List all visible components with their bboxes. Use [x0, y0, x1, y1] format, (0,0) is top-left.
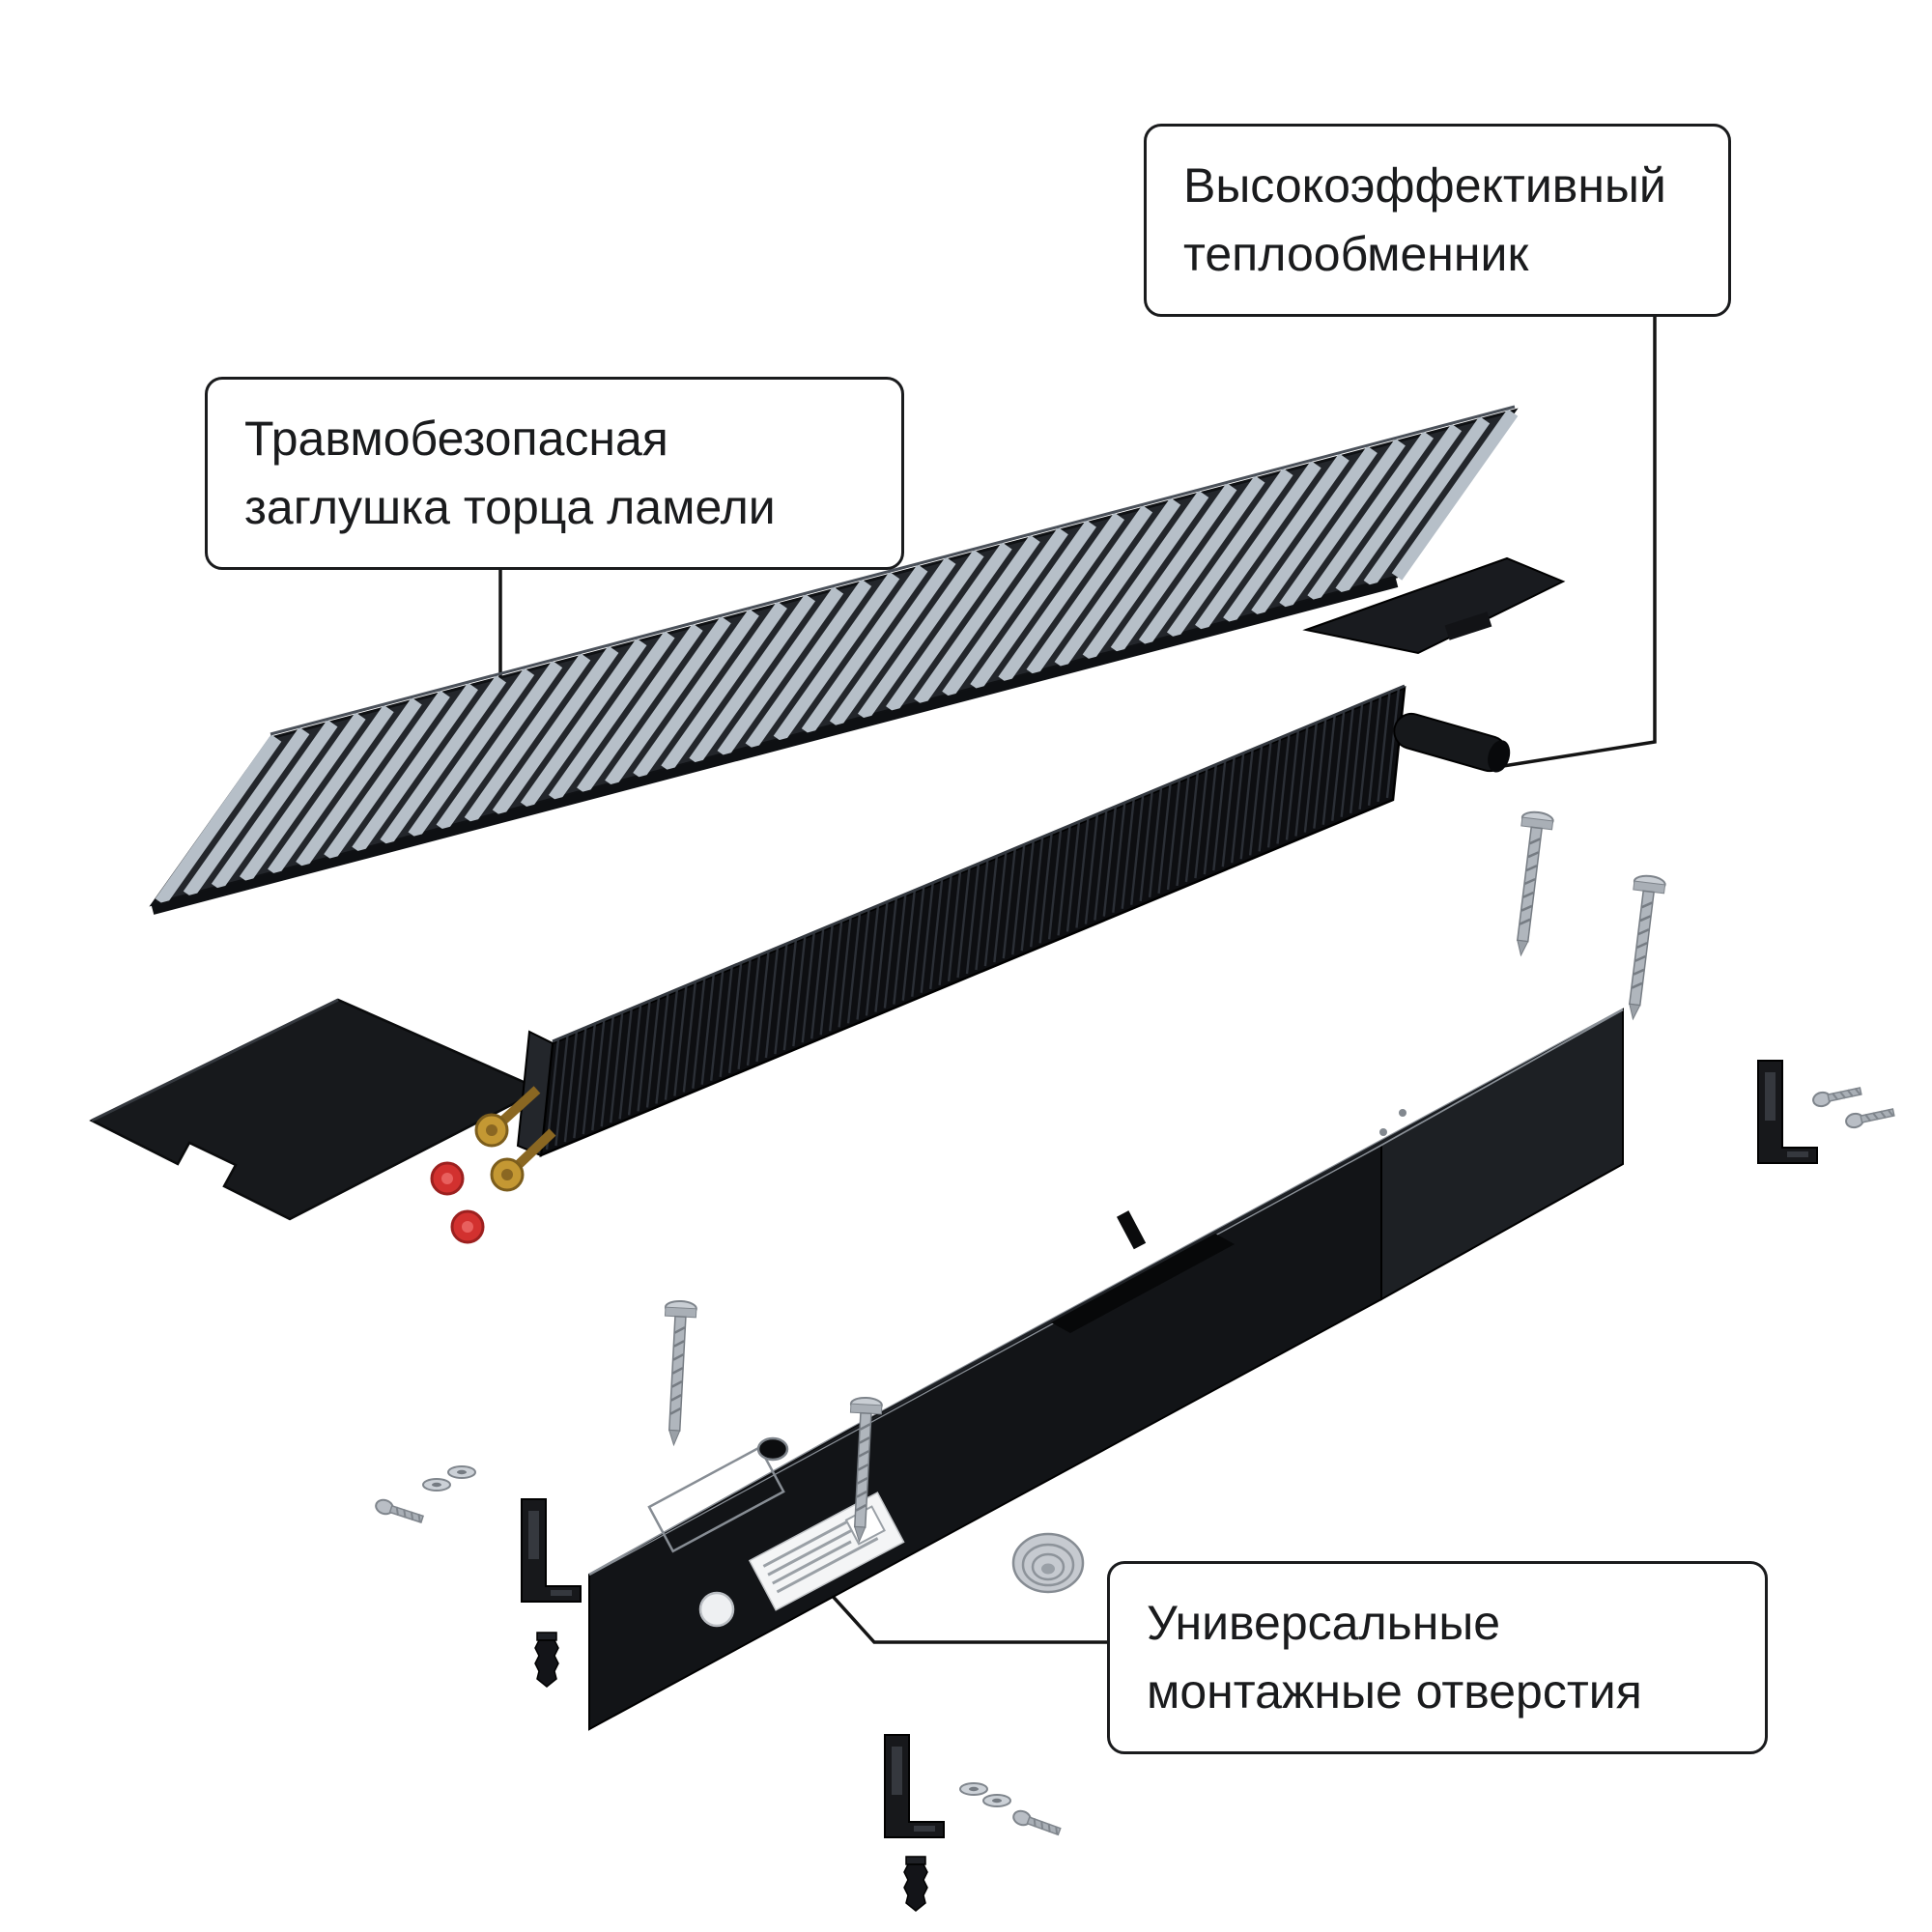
heat-exchanger — [430, 684, 1511, 1244]
small-screw — [1843, 1104, 1896, 1130]
anchor-plug — [534, 1632, 559, 1688]
washer — [422, 1478, 451, 1492]
end-cap-plate — [89, 998, 544, 1221]
washer — [982, 1794, 1011, 1807]
small-screw — [1810, 1083, 1863, 1109]
callout-heat-exchanger-line1: Высокоэффективный — [1183, 158, 1666, 213]
leader-line-heat-exchanger — [1502, 290, 1657, 768]
small-screw — [1010, 1807, 1063, 1839]
callout-lamella-end-cap-line2: заглушка торца ламели — [244, 480, 776, 534]
red-protective-caps — [430, 1161, 485, 1244]
roller-grille — [149, 405, 1519, 915]
screw — [657, 1298, 698, 1447]
casing-floor — [754, 1099, 1458, 1484]
callout-mounting-holes: Универсальные монтажные отверстия — [1107, 1561, 1768, 1754]
rim-rivet — [1399, 1109, 1406, 1117]
callout-mounting-holes-line2: монтажные отверстия — [1147, 1664, 1642, 1719]
casing-crossbar-tab — [1116, 1210, 1147, 1250]
dome-plug — [1011, 1532, 1085, 1594]
screw — [1504, 809, 1555, 959]
casing-cutout-outline — [647, 1445, 785, 1553]
washer — [959, 1782, 988, 1796]
callout-lamella-end-cap: Травмобезопасная заглушка торца ламели — [205, 377, 904, 570]
casing-crossbar — [1051, 1234, 1235, 1333]
casing-right-wall — [1380, 1008, 1624, 1301]
rim-rivet — [1379, 1128, 1387, 1136]
callout-heat-exchanger-line2: теплообменник — [1183, 227, 1529, 281]
mounting-bracket — [884, 1734, 945, 1838]
grille-end-bracket — [1302, 556, 1566, 655]
screw — [1616, 872, 1667, 1023]
brand-disc — [698, 1591, 735, 1628]
grille-slats — [155, 409, 1519, 906]
callout-heat-exchanger: Высокоэффективный теплообменник — [1144, 124, 1731, 317]
mounting-hardware — [373, 809, 1896, 1912]
casing-inner-wall-far — [848, 1028, 1589, 1430]
casing-floor-hole — [756, 1436, 789, 1462]
heat-exchanger-fins — [545, 687, 1401, 1151]
washer — [447, 1465, 476, 1479]
mounting-bracket — [1757, 1060, 1818, 1164]
brass-fittings — [474, 1086, 556, 1192]
leader-line-mounting-holes — [827, 1590, 1140, 1644]
anchor-plug — [903, 1856, 928, 1912]
casing-inner-wall-left — [623, 1392, 919, 1556]
small-screw — [373, 1496, 426, 1527]
callout-mounting-holes-line1: Универсальные — [1147, 1596, 1501, 1650]
callout-lamella-end-cap-line1: Травмобезопасная — [244, 412, 668, 466]
heat-exchanger-tube-elbow — [1393, 712, 1511, 773]
casing-inner-wall-right — [1293, 1028, 1589, 1191]
mounting-bracket — [521, 1498, 582, 1603]
